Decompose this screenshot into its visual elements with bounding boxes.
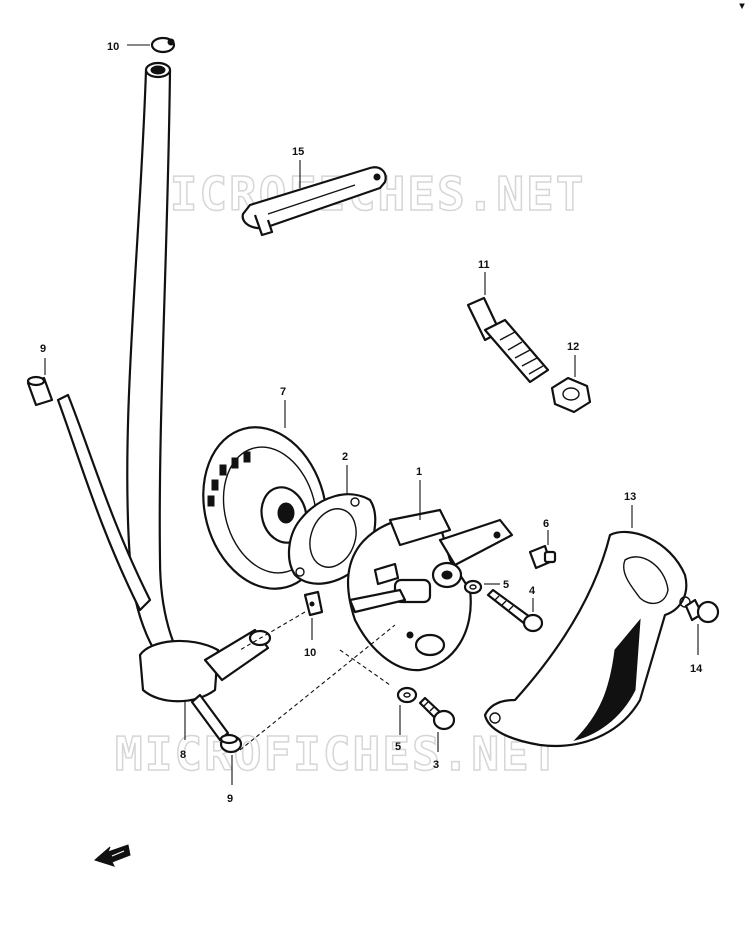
part-4-bolt — [486, 588, 544, 633]
part-13-pump-cover — [483, 530, 691, 747]
callout-8: 8 — [180, 749, 186, 761]
oil-hose-short — [56, 393, 152, 612]
callout-3: 3 — [433, 759, 439, 771]
callout-9-left: 9 — [40, 343, 46, 355]
part-5-washer-lower — [396, 686, 418, 704]
callout-7: 7 — [280, 386, 286, 398]
callout-11: 11 — [478, 259, 490, 271]
callout-13: 13 — [624, 491, 636, 503]
part-10-clamp-top — [150, 36, 176, 54]
front-direction-arrow-icon — [93, 844, 131, 867]
part-10-clamp-middle — [303, 590, 324, 617]
callout-12: 12 — [567, 341, 579, 353]
callout-10-top: 10 — [107, 41, 119, 53]
callout-15: 15 — [292, 146, 304, 158]
callout-9-bottom: 9 — [227, 793, 233, 805]
callout-14: 14 — [690, 663, 703, 675]
callout-10-middle: 10 — [304, 647, 316, 659]
part-9-cap-bottom — [219, 733, 243, 754]
assembly-lines — [239, 611, 396, 751]
part-11-bolt — [466, 296, 550, 384]
callout-2: 2 — [342, 451, 348, 463]
part-14-screw — [684, 598, 720, 624]
callout-5-upper: 5 — [503, 579, 509, 591]
part-8-hose-joint — [138, 628, 272, 742]
part-12-nut — [550, 376, 592, 414]
callout-4: 4 — [529, 585, 536, 597]
corner-mark — [739, 3, 745, 10]
part-6-screw — [528, 544, 557, 570]
part-3-bolt — [418, 696, 456, 731]
callout-6: 6 — [543, 518, 549, 530]
part-1-oil-pump — [347, 508, 514, 672]
watermark-bottom: MICROFICHES.NET — [115, 727, 560, 781]
callout-5-lower: 5 — [395, 741, 401, 753]
part-15-bracket — [241, 166, 387, 237]
part-9-cap-left — [26, 375, 54, 407]
callout-1: 1 — [416, 466, 422, 478]
part-5-washer-upper — [463, 579, 483, 595]
